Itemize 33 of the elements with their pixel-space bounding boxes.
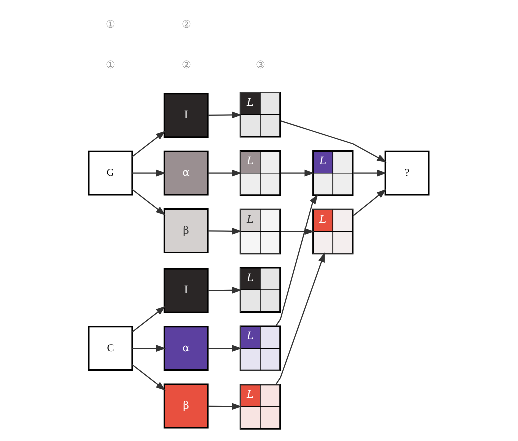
arrow: [280, 120, 388, 163]
arrow: [208, 345, 242, 352]
node-box: β: [164, 208, 209, 254]
label: ③: [256, 59, 265, 72]
node-box: α: [164, 326, 209, 372]
arrow: [132, 170, 166, 177]
arrow: [276, 252, 325, 385]
arrow: [208, 228, 242, 235]
node-box: Ⅰ: [164, 268, 209, 314]
label: ②: [182, 59, 191, 72]
arrow: [280, 170, 315, 177]
node-box: C: [88, 326, 134, 372]
node-box: α: [164, 150, 209, 196]
arrow: [276, 194, 318, 326]
arrow: [208, 403, 242, 410]
node-box: G: [88, 150, 134, 196]
arrow: [132, 364, 166, 391]
arrow: [132, 345, 166, 352]
label: ②: [182, 18, 191, 31]
node-box: Ⅰ: [164, 93, 209, 138]
label: ①: [106, 18, 116, 31]
arrow: [208, 287, 242, 294]
arrow: [208, 170, 242, 177]
label: ①: [106, 59, 116, 72]
arrow: [280, 228, 315, 236]
arrow: [132, 306, 166, 333]
arrow: [354, 170, 388, 177]
arrow: [132, 131, 166, 158]
arrow: [208, 112, 242, 119]
node-box: ?: [384, 150, 430, 196]
node-box: β: [164, 384, 209, 429]
arrow: [353, 189, 387, 216]
arrow: [132, 189, 166, 216]
